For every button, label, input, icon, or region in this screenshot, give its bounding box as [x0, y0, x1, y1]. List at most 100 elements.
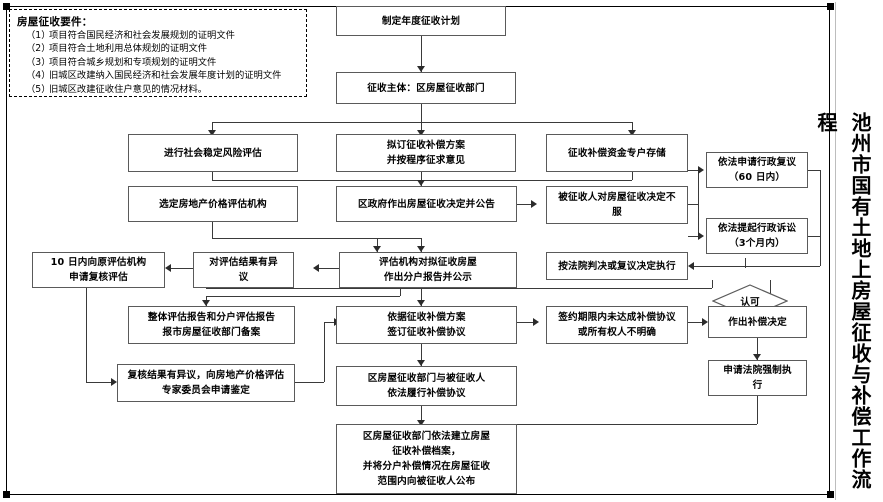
- node-label: 依法申请行政复议: [717, 157, 797, 168]
- legend-item: （2）项目符合土地利用总体规划的证明文件: [17, 42, 300, 55]
- connector-line: [212, 122, 632, 123]
- connector-line: [757, 396, 758, 424]
- node-label: 议: [238, 272, 249, 283]
- requirements-legend: 房屋征收要件： （1）项目符合国民经济和社会发展规划的证明文件 （2）项目符合土…: [9, 9, 307, 97]
- legend-item: （5）旧城区改建征收住户意见的情况材料。: [17, 83, 300, 96]
- node-label: 并将分户补偿情况在房屋征收: [362, 461, 491, 472]
- node-compensation-fund-deposit[interactable]: 征收补偿资金专户存储: [546, 134, 688, 172]
- node-label: 行: [752, 380, 763, 391]
- connector-arrow: [111, 378, 117, 386]
- connector-line: [694, 266, 820, 267]
- connector-arrow: [533, 318, 539, 326]
- node-label: 报市房屋征收部门备案: [162, 327, 261, 338]
- node-compensation-plan-draft[interactable]: 拟订征收补偿方案 并按程序征求意见: [336, 134, 516, 172]
- connector-arrow: [373, 246, 381, 252]
- node-label: 征收主体：区房屋征收部门: [367, 82, 485, 94]
- connector-line: [757, 338, 758, 360]
- connector-arrow: [417, 66, 425, 72]
- node-label: 或所有权人不明确: [577, 327, 657, 338]
- connector-arrow: [417, 246, 425, 252]
- node-label: 依法提起行政诉讼: [717, 223, 797, 234]
- node-label: 对评估结果有异: [209, 257, 278, 268]
- node-label: 专家委员会申请鉴定: [161, 385, 251, 396]
- connector-arrow: [165, 264, 171, 272]
- corner-mark-top-right: [827, 3, 834, 10]
- connector-arrow: [688, 262, 694, 270]
- node-label: 并按程序征求意见: [386, 155, 466, 166]
- node-district-government-decision[interactable]: 区政府作出房屋征收决定并公告: [336, 186, 517, 222]
- node-report-filing[interactable]: 整体评估报告和分户评估报告 报市房屋征收部门备案: [128, 306, 295, 344]
- connector-line: [400, 286, 401, 296]
- node-appraisal-report-publish[interactable]: 评估机构对拟征收房屋 作出分户报告并公示: [339, 252, 517, 288]
- node-annual-plan[interactable]: 制定年度征收计划: [336, 6, 506, 36]
- connector-line: [324, 322, 336, 323]
- connector-arrow: [313, 264, 319, 272]
- connector-line: [688, 236, 698, 237]
- node-appraisal-objection[interactable]: 对评估结果有异 议: [193, 252, 294, 288]
- node-label: 申请法院强制执: [723, 365, 792, 376]
- connector-arrow: [417, 300, 425, 306]
- node-select-appraisal-agency[interactable]: 选定房地产价格评估机构: [128, 186, 298, 222]
- node-make-compensation-decision[interactable]: 作出补偿决定: [708, 306, 807, 338]
- node-expert-committee-appraisal[interactable]: 复核结果有异议，向房地产价格评估 专家委员会申请鉴定: [117, 364, 295, 402]
- connector-arrow: [417, 420, 425, 426]
- connector-line: [517, 322, 537, 323]
- node-no-agreement-reached[interactable]: 签约期限内未达成补偿协议 或所有权人不明确: [546, 306, 688, 344]
- node-label: 区房屋征收部门与被征收人: [367, 373, 486, 384]
- connector-line: [688, 170, 698, 171]
- corner-mark-top-left: [3, 3, 10, 10]
- connector-line: [421, 424, 757, 425]
- node-label: 评估机构对拟征收房屋: [379, 257, 477, 268]
- node-label: 进行社会稳定风险评估: [164, 147, 262, 159]
- node-label: 范围内向被征收人公布: [377, 476, 476, 487]
- node-apply-court-enforcement[interactable]: 申请法院强制执 行: [708, 360, 807, 396]
- connector-arrow: [698, 166, 704, 174]
- node-request-review-appraisal[interactable]: 10 日内向原评估机构 申请复核评估: [32, 252, 165, 288]
- node-label: 签订征收补偿协议: [387, 327, 466, 338]
- legend-item-text: 旧城区改建纳入国民经济和社会发展年度计划的证明文件: [49, 70, 282, 82]
- node-execute-court-or-review[interactable]: 按法院判决或复议决定执行: [546, 252, 688, 280]
- node-stability-risk-assessment[interactable]: 进行社会稳定风险评估: [128, 134, 298, 172]
- legend-item-number: （5）: [26, 83, 51, 95]
- connector-line: [206, 296, 400, 297]
- connector-line: [421, 172, 422, 186]
- connector-line: [517, 204, 535, 205]
- legend-item: （4）旧城区改建纳入国民经济和社会发展年度计划的证明文件: [17, 69, 300, 82]
- node-label: 征收补偿资金专户存储: [568, 147, 666, 159]
- node-expropriated-objection[interactable]: 被征收人对房屋征收决定不 服: [546, 186, 688, 224]
- node-label: 依据征收补偿方案: [387, 312, 466, 323]
- connector-line: [632, 172, 633, 180]
- node-archive-and-publish[interactable]: 区房屋征收部门依法建立房屋 征收补偿档案， 并将分户补偿情况在房屋征收 范围内向…: [336, 424, 517, 494]
- node-label: 整体评估报告和分户评估报告: [147, 312, 276, 323]
- connector-line: [421, 286, 422, 306]
- connector-line: [212, 222, 213, 238]
- node-label: 征收补偿档案，: [392, 446, 461, 457]
- node-sign-compensation-agreement[interactable]: 依据征收补偿方案 签订征收补偿协议: [336, 306, 517, 344]
- node-administrative-litigation[interactable]: 依法提起行政诉讼 （3个月内）: [706, 218, 808, 254]
- node-label: 拟订征收补偿方案: [386, 140, 466, 151]
- connector-line: [421, 406, 422, 428]
- node-label: 区房屋征收部门依法建立房屋: [362, 431, 491, 442]
- node-label: 选定房地产价格评估机构: [159, 198, 267, 210]
- connector-line: [86, 382, 113, 383]
- connector-arrow: [531, 200, 537, 208]
- connector-line: [808, 170, 820, 171]
- node-administrative-review[interactable]: 依法申请行政复议 （60 日内）: [706, 152, 808, 188]
- legend-item-text: 项目符合国民经济和社会发展规划的证明文件: [49, 30, 235, 41]
- connector-arrow: [628, 130, 636, 136]
- connector-line: [808, 236, 820, 237]
- node-label: （3个月内）: [729, 238, 785, 249]
- node-label: 制定年度征收计划: [381, 15, 461, 27]
- connector-arrow: [417, 130, 425, 136]
- node-perform-agreement[interactable]: 区房屋征收部门与被征收人 依法履行补偿协议: [336, 366, 517, 406]
- connector-arrow: [202, 300, 210, 306]
- connector-line: [295, 382, 324, 383]
- legend-item-text: 项目符合城乡规划和专项规划的证明文件: [49, 56, 217, 68]
- connector-line: [212, 172, 213, 180]
- node-label: 按法院判决或复议决定执行: [558, 260, 676, 272]
- connector-line: [324, 322, 325, 382]
- node-label: 被征收人对房屋征收决定不: [558, 192, 676, 203]
- connector-line: [421, 104, 422, 122]
- node-collection-subject[interactable]: 征收主体：区房屋征收部门: [336, 72, 516, 104]
